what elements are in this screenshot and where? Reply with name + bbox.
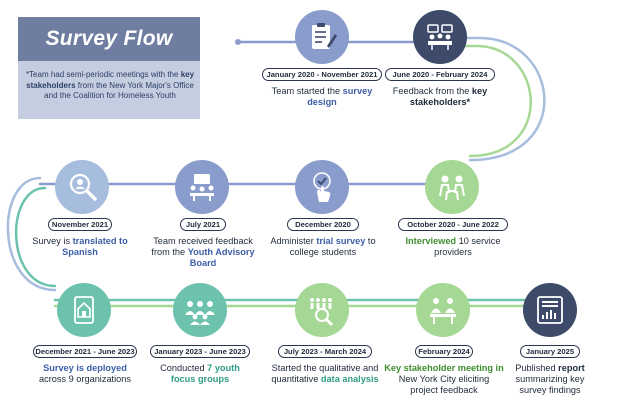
step-description: Interviewed 10 service providers — [405, 236, 501, 257]
people-analysis-icon — [295, 283, 349, 337]
connector-curve-right-outer — [458, 36, 546, 162]
step-date: February 2024 — [415, 345, 473, 358]
group-icon — [173, 283, 227, 337]
step-description: Team received feedback from the Youth Ad… — [151, 236, 255, 268]
page-title: Survey Flow — [45, 27, 173, 50]
step-description: Administer trial survey to college stude… — [270, 236, 376, 257]
step-description: Conducted 7 youth focus groups — [160, 363, 240, 384]
step-date: July 2021 — [180, 218, 226, 231]
board-meeting-icon — [175, 160, 229, 214]
report-icon — [523, 283, 577, 337]
meeting-table-icon — [413, 10, 467, 64]
clipboard-pencil-icon — [295, 10, 349, 64]
step-date: December 2021 - June 2023 — [33, 345, 137, 358]
step-description: Survey is deployed across 9 organization… — [39, 363, 131, 384]
connector-curve-right-inner — [458, 44, 532, 158]
step-date: December 2020 — [287, 218, 359, 231]
title-bar: Survey Flow — [18, 17, 200, 61]
step-description: Published report summarizing key survey … — [515, 363, 585, 395]
step-description: Team started the survey design — [271, 86, 373, 107]
stakeholder-note: *Team had semi-periodic meetings with th… — [25, 70, 195, 100]
stakeholder-meeting-icon — [416, 283, 470, 337]
search-person-icon — [55, 160, 109, 214]
step-description: Started the qualitative and quantitative… — [271, 363, 379, 384]
step-description: Key stakeholder meeting in New York City… — [384, 363, 504, 395]
step-date: January 2025 — [520, 345, 580, 358]
step-date: June 2020 - February 2024 — [385, 68, 495, 81]
step-date: July 2023 - March 2024 — [278, 345, 372, 358]
title-panel: Survey Flow *Team had semi-periodic meet… — [18, 17, 200, 119]
connector-curve-left-outer — [6, 176, 57, 292]
step-description: Survey is translated to Spanish — [32, 236, 128, 257]
touch-app-icon — [295, 160, 349, 214]
interview-icon — [425, 160, 479, 214]
home-clipboard-icon — [57, 283, 111, 337]
step-date: November 2021 — [48, 218, 112, 231]
step-description: Feedback from the key stakeholders* — [392, 86, 488, 107]
step-date: January 2020 - November 2021 — [262, 68, 382, 81]
connector-curve-left-inner — [15, 186, 57, 288]
step-date: January 2023 - June 2023 — [150, 345, 250, 358]
step-date: October 2020 - June 2022 — [398, 218, 508, 231]
